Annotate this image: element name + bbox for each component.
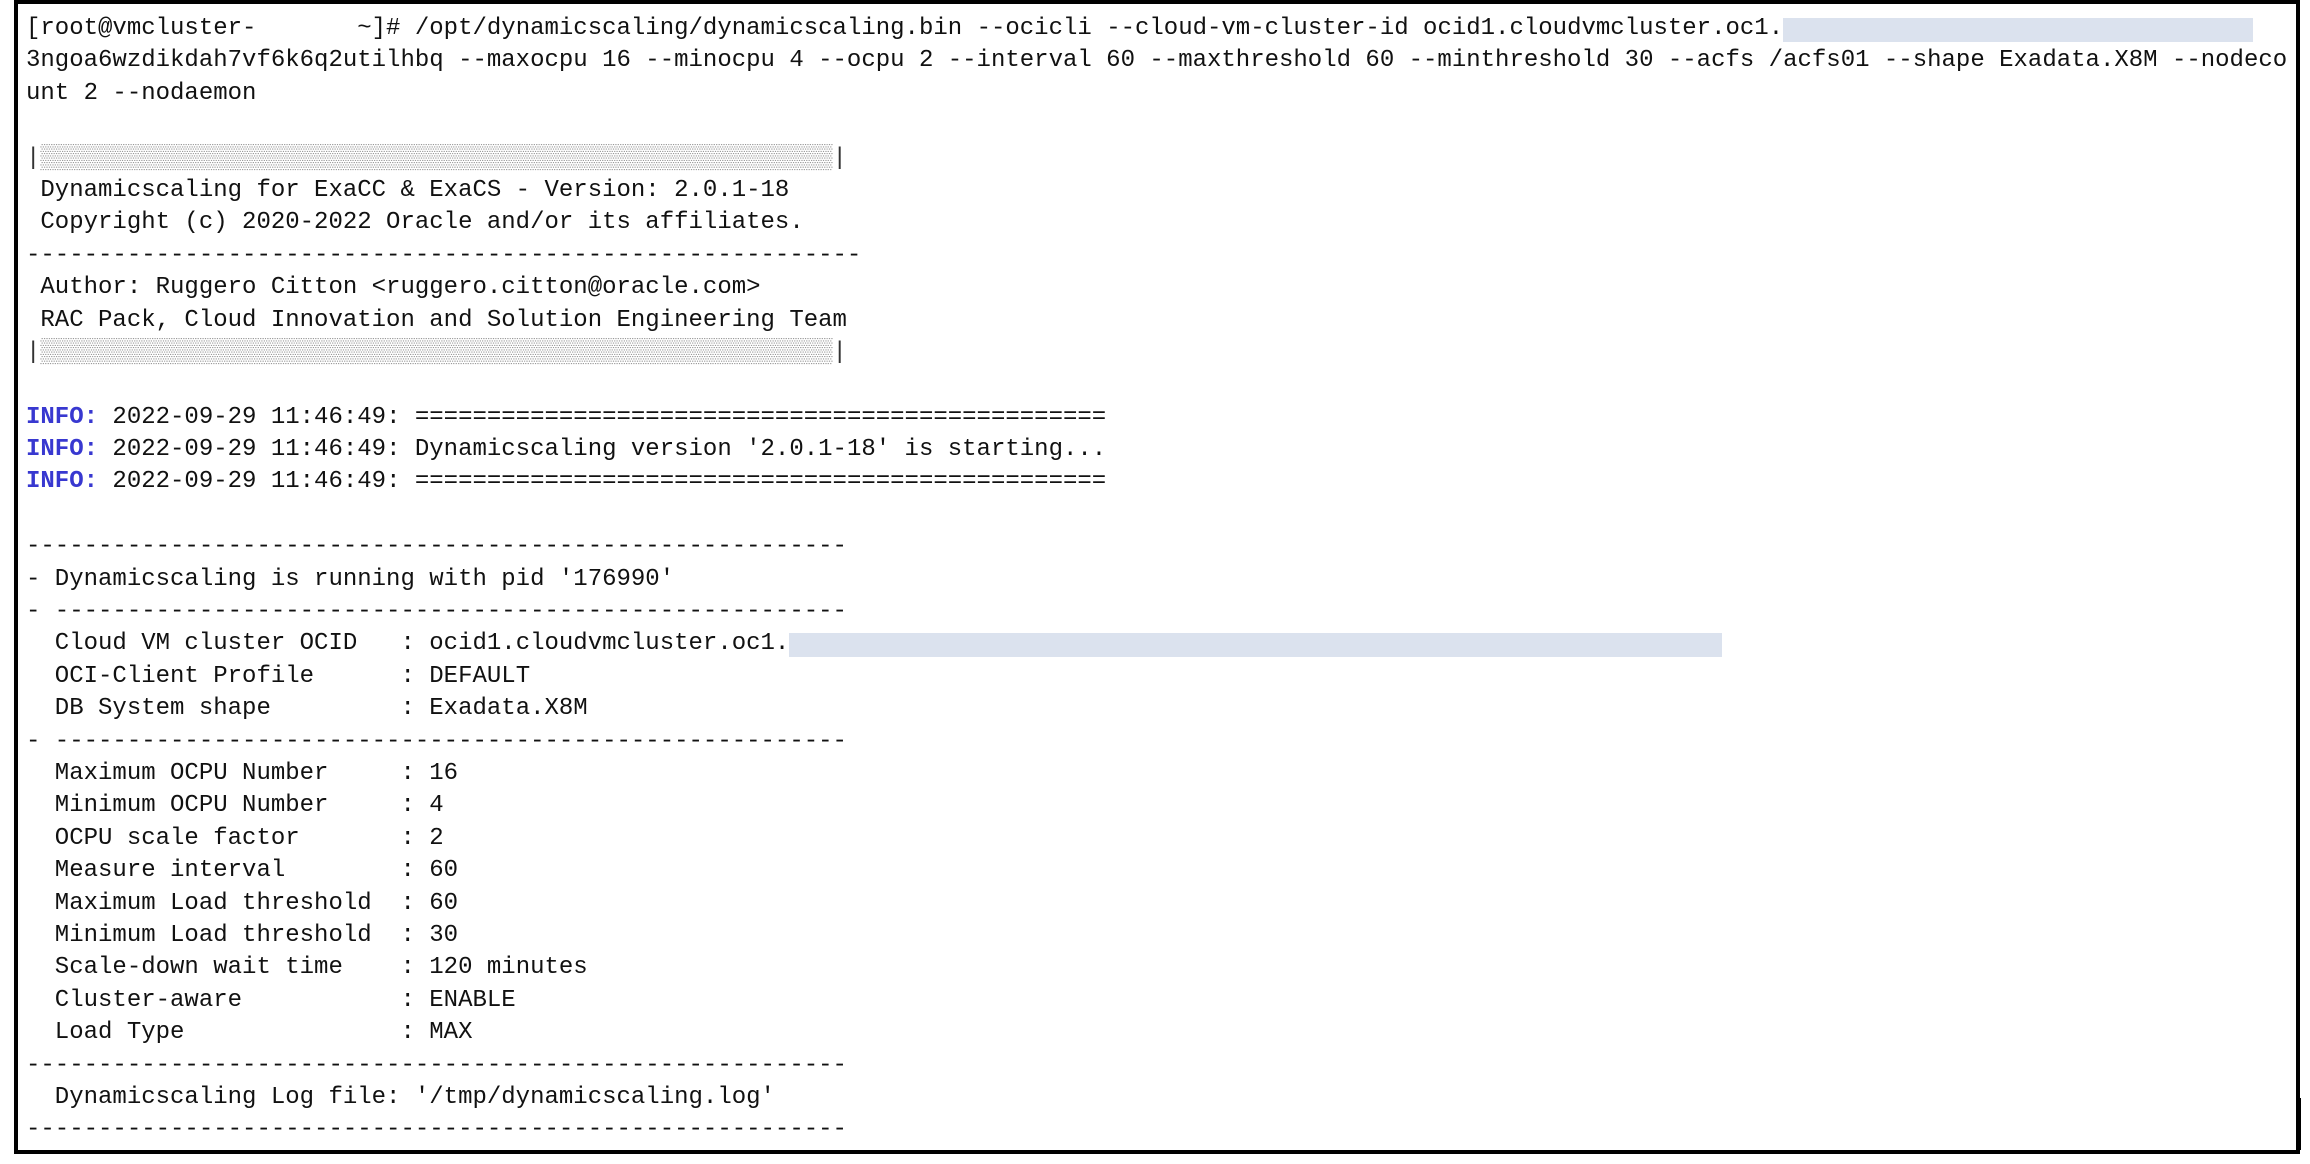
log-line: INFO: 2022-09-29 11:46:49: =============…: [26, 403, 1107, 431]
setting-row: Measure interval : 60: [26, 857, 459, 885]
blank-line: [26, 499, 2287, 531]
status-sub-separator: - --------------------------------------…: [26, 598, 847, 626]
setting-row: Minimum OCPU Number : 4: [26, 792, 444, 820]
cluster-info-row: DB System shape : Exadata.X8M: [26, 695, 588, 723]
blank-line: [26, 110, 2287, 142]
shell-prompt: [root@vmcluster- ~]#: [26, 15, 415, 42]
banner-bar-bottom: |▒▒▒▒▒▒▒▒▒▒▒▒▒▒▒▒▒▒▒▒▒▒▒▒▒▒▒▒▒▒▒▒▒▒▒▒▒▒▒…: [26, 338, 847, 366]
log-line: INFO: 2022-09-29 11:46:49: =============…: [26, 468, 1107, 496]
setting-row: Maximum Load threshold : 60: [26, 889, 459, 917]
banner-title: Dynamicscaling for ExaCC & ExaCS - Versi…: [26, 176, 790, 204]
logfile-separator: ----------------------------------------…: [26, 1051, 847, 1079]
setting-row: OCPU scale factor : 2: [26, 824, 444, 852]
status-separator: ----------------------------------------…: [26, 533, 847, 561]
redacted-cluster-ocid: [789, 633, 1723, 658]
cluster-info-row: OCI-Client Profile : DEFAULT: [26, 662, 531, 690]
settings-separator: - --------------------------------------…: [26, 727, 847, 755]
info-level: INFO:: [26, 468, 99, 496]
cluster-info-row: Cloud VM cluster OCID : ocid1.cloudvmclu…: [26, 628, 2287, 660]
window-edge: [2299, 1098, 2301, 1150]
terminal-frame: [14, 0, 2300, 1154]
setting-row: Cluster-aware : ENABLE: [26, 986, 516, 1014]
banner-author: Author: Ruggero Citton <ruggero.citton@o…: [26, 274, 761, 302]
command-text: /opt/dynamicscaling/dynamicscaling.bin -…: [414, 15, 1784, 42]
setting-row: Maximum OCPU Number : 16: [26, 759, 459, 787]
log-line: INFO: 2022-09-29 11:46:49: Dynamicscalin…: [26, 436, 1107, 464]
banner-separator: ----------------------------------------…: [26, 241, 862, 269]
blank-line: [26, 369, 2287, 401]
command-line-3: unt 2 --nodaemon: [26, 79, 257, 107]
info-level: INFO:: [26, 403, 99, 431]
banner-bar-top: |▒▒▒▒▒▒▒▒▒▒▒▒▒▒▒▒▒▒▒▒▒▒▒▒▒▒▒▒▒▒▒▒▒▒▒▒▒▒▒…: [26, 144, 847, 172]
terminal-output[interactable]: [root@vmcluster- ~]# /opt/dynamicscaling…: [26, 13, 2287, 1147]
command-line-1: [root@vmcluster- ~]# /opt/dynamicscaling…: [26, 13, 2287, 45]
banner-team: RAC Pack, Cloud Innovation and Solution …: [26, 306, 847, 334]
setting-row: Scale-down wait time : 120 minutes: [26, 954, 588, 982]
setting-row: Minimum Load threshold : 30: [26, 921, 459, 949]
redacted-cluster-id-command: [1783, 18, 2254, 42]
logfile-path: Dynamicscaling Log file: '/tmp/dynamicsc…: [26, 1083, 775, 1111]
logfile-separator: ----------------------------------------…: [26, 1116, 847, 1144]
info-level: INFO:: [26, 436, 99, 464]
status-running: - Dynamicscaling is running with pid '17…: [26, 565, 675, 593]
command-line-2: 3ngoa6wzdikdah7vf6k6q2utilhbq --maxocpu …: [26, 47, 2288, 75]
setting-row: Load Type : MAX: [26, 1019, 473, 1047]
banner-copyright: Copyright (c) 2020-2022 Oracle and/or it…: [26, 209, 804, 237]
